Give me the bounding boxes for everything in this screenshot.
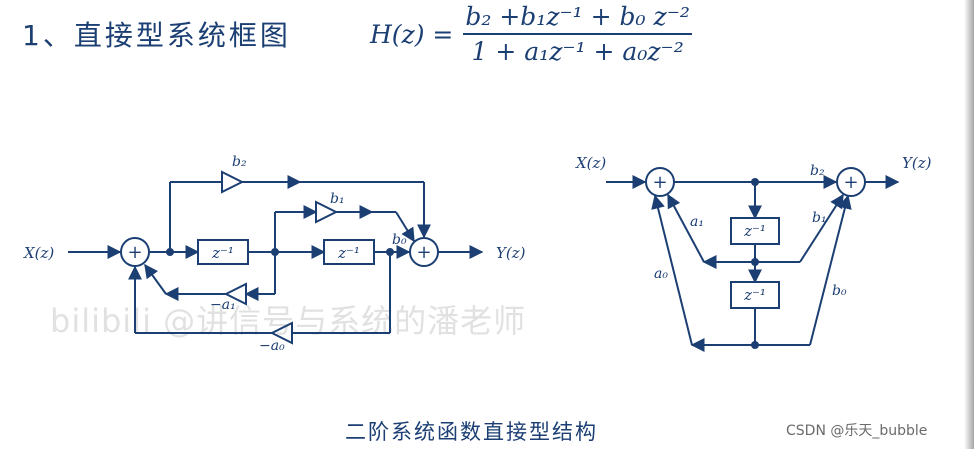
right-line bbox=[799, 193, 844, 263]
left-gain-b1 bbox=[315, 200, 339, 224]
right-line bbox=[809, 194, 852, 346]
csdn-credit: CSDN @乐天_bubble bbox=[786, 423, 928, 439]
left-output-label: Y(z) bbox=[496, 244, 526, 262]
left-coef-b2: b₂ bbox=[232, 154, 247, 170]
right-coef-b1: b₁ bbox=[812, 210, 827, 226]
right-coef-b2: b₂ bbox=[810, 163, 825, 179]
right-input-label: X(z) bbox=[575, 154, 606, 172]
left-sum-sign-2: + bbox=[416, 242, 431, 263]
left-sum-sign-1: + bbox=[127, 242, 142, 263]
right-delay-label-1: z⁻¹ bbox=[743, 222, 766, 240]
left-gain-a1 bbox=[223, 282, 247, 306]
formula-denominator: 1 + a₁z⁻¹ + a₀z⁻² bbox=[471, 37, 684, 66]
right-sum-sign-2: + bbox=[843, 172, 858, 193]
formula-lhs: H(z) = bbox=[370, 19, 454, 49]
slide-title: 1、直接型系统框图 bbox=[22, 19, 291, 52]
left-line bbox=[144, 263, 167, 295]
left-gain-a0 bbox=[269, 321, 293, 345]
right-coef-a0: a₀ bbox=[654, 266, 668, 282]
left-coef-a0: −a₀ bbox=[259, 338, 285, 354]
left-delay-label-2: z⁻¹ bbox=[337, 244, 360, 262]
right-edge-shadow bbox=[964, 0, 974, 449]
left-coef-b0: b₀ bbox=[392, 232, 407, 248]
left-coef-b1: b₁ bbox=[330, 191, 345, 207]
formula-numerator: b₂ +b₁z⁻¹ + b₀ z⁻² bbox=[463, 2, 692, 35]
right-line bbox=[667, 193, 705, 263]
right-coef-a1: a₁ bbox=[690, 214, 704, 230]
right-sum-sign-1: + bbox=[652, 172, 667, 193]
formula-fraction: b₂ +b₁z⁻¹ + b₀ z⁻² 1 + a₁z⁻¹ + a₀z⁻² bbox=[463, 2, 692, 66]
right-output-label: Y(z) bbox=[902, 154, 932, 172]
right-direct-form-diagram bbox=[606, 167, 900, 352]
right-delay-label-2: z⁻¹ bbox=[743, 286, 766, 304]
left-input-label: X(z) bbox=[23, 244, 54, 262]
transfer-function-formula: H(z) = b₂ +b₁z⁻¹ + b₀ z⁻² 1 + a₁z⁻¹ + a₀… bbox=[370, 2, 692, 66]
left-gain-b2 bbox=[221, 170, 245, 194]
figure-caption: 二阶系统函数直接型结构 bbox=[345, 420, 598, 444]
left-delay-label-1: z⁻¹ bbox=[211, 244, 234, 262]
right-coef-b0: b₀ bbox=[832, 283, 847, 299]
left-coef-a1: −a₁ bbox=[210, 297, 236, 313]
right-line bbox=[651, 194, 693, 346]
watermark: bilibili @讲信号与系统的潘老师 bbox=[50, 302, 527, 340]
left-direct-form-diagram bbox=[68, 170, 484, 345]
left-line bbox=[395, 211, 415, 243]
